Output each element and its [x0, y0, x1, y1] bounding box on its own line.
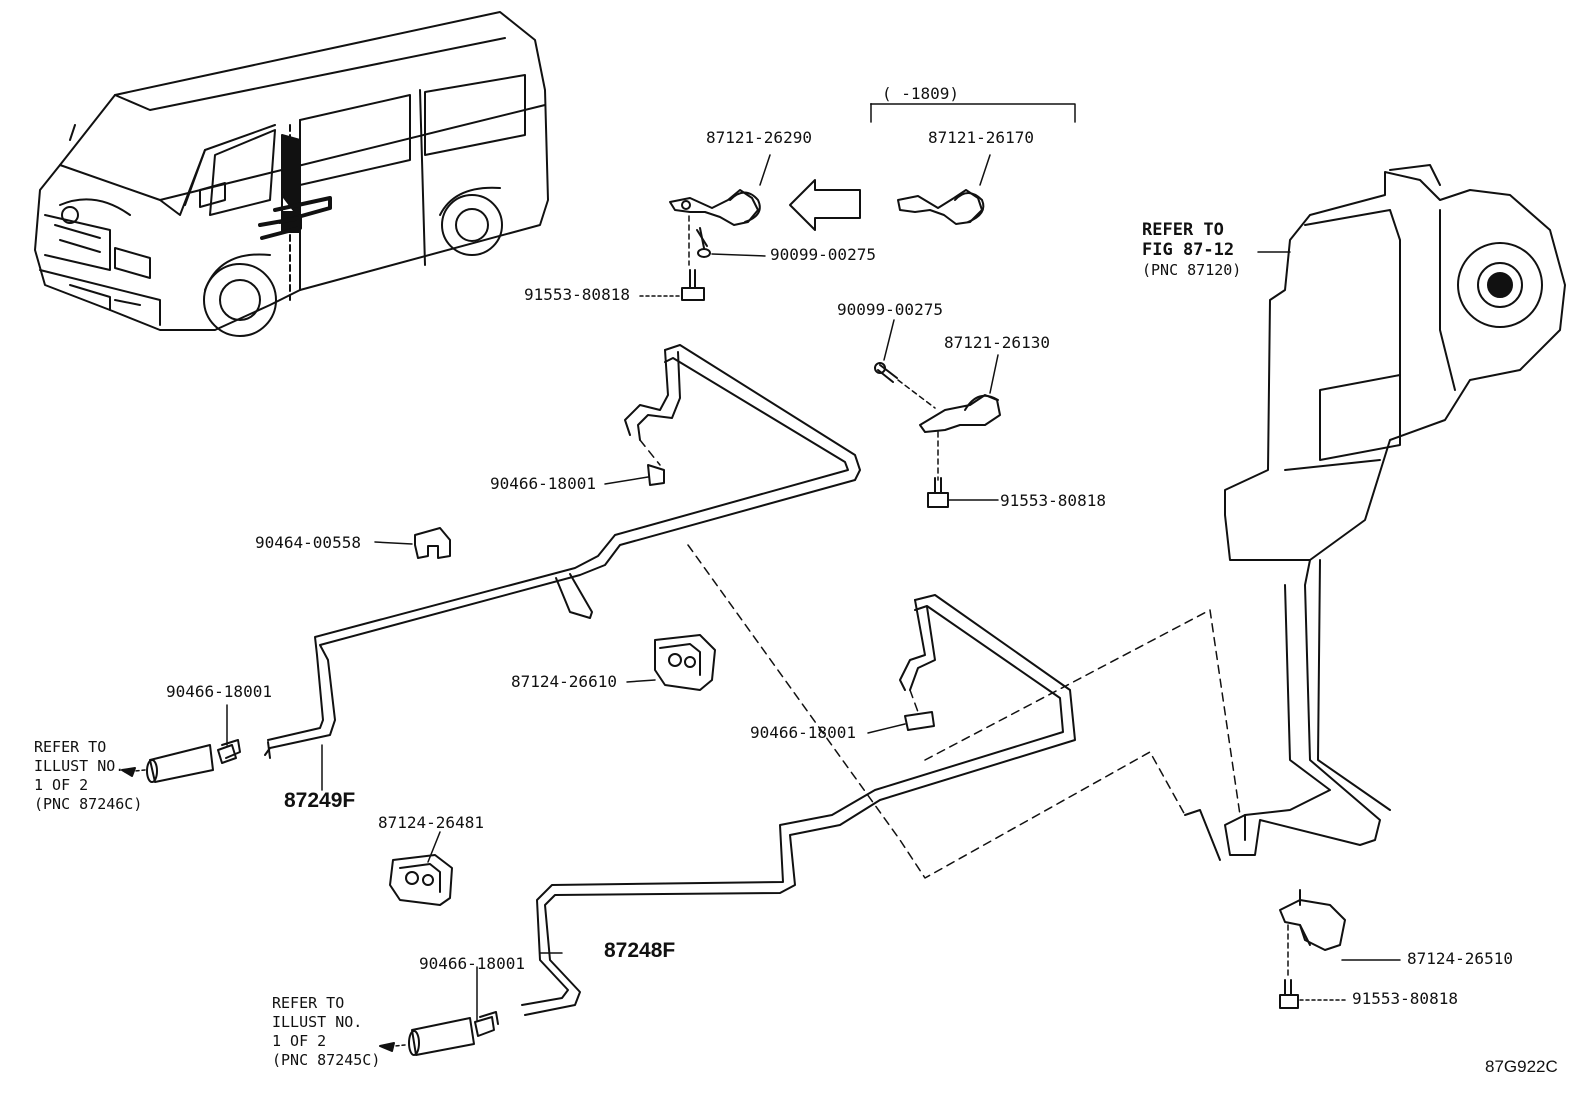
refer-fig-line2: FIG 87-12: [1142, 240, 1235, 260]
arrow-icon: [789, 179, 861, 231]
clip-90464-00558: [414, 527, 451, 559]
refer-lower-line4: (PNC 87245C): [272, 1051, 381, 1069]
pipe-end-lower: [408, 1017, 475, 1056]
part-label-87121-26290[interactable]: 87121-26290: [706, 128, 812, 147]
refer-upper-line4: (PNC 87246C): [34, 795, 143, 813]
refer-upper-line2: ILLUST NO.: [34, 757, 125, 775]
part-label-91553-80818-c[interactable]: 91553-80818: [1352, 989, 1458, 1008]
bolt-91553-80818-c: [1279, 979, 1299, 1009]
bracket-87124-26510-drawing: [1279, 889, 1346, 951]
part-label-90466-18001-a[interactable]: 90466-18001: [490, 474, 596, 493]
refer-illust-lower[interactable]: REFER TO ILLUST NO. 1 OF 2 (PNC 87245C): [272, 994, 380, 1070]
screw-90099-00275-a: [696, 227, 711, 258]
clamp-87121-26130-drawing: [919, 394, 1001, 433]
hose-label-87249F[interactable]: 87249F: [284, 789, 356, 812]
part-label-90466-18001-c[interactable]: 90466-18001: [750, 723, 856, 742]
refer-lower-line3: 1 OF 2: [272, 1032, 327, 1050]
part-label-87124-26481[interactable]: 87124-26481: [378, 813, 484, 832]
refer-fig-line3: (PNC 87120): [1142, 261, 1242, 279]
damper-87124-26610-drawing: [654, 634, 716, 691]
part-label-87121-26170[interactable]: 87121-26170: [928, 128, 1034, 147]
clamp-90466-18001-d: [474, 1011, 499, 1037]
pipe-end-upper: [146, 744, 214, 783]
bolt-91553-80818-b: [927, 477, 949, 508]
part-label-91553-80818-b[interactable]: 91553-80818: [1000, 491, 1106, 510]
part-label-91553-80818-a[interactable]: 91553-80818: [524, 285, 630, 304]
refer-fig-87-12[interactable]: REFER TO FIG 87-12 (PNC 87120): [1142, 220, 1241, 280]
part-label-87121-26130[interactable]: 87121-26130: [944, 333, 1050, 352]
clamp-87121-26290-drawing: [669, 189, 761, 226]
screw-90099-00275-b: [874, 362, 898, 383]
part-label-90466-18001-b[interactable]: 90466-18001: [166, 682, 272, 701]
hose-87249F-drawing: [264, 344, 861, 759]
part-label-90464-00558[interactable]: 90464-00558: [255, 533, 361, 552]
refer-lower-line2: ILLUST NO.: [272, 1013, 363, 1031]
clamp-90466-18001-a: [647, 464, 665, 486]
diagram-code: 87G922C: [1485, 1057, 1558, 1076]
part-label-87124-26610[interactable]: 87124-26610: [511, 672, 617, 691]
part-label-90466-18001-d[interactable]: 90466-18001: [419, 954, 525, 973]
hose-label-87248F[interactable]: 87248F: [604, 939, 676, 962]
hose-87248F-drawing: [521, 594, 1076, 1016]
part-label-90099-00275-a[interactable]: 90099-00275: [770, 245, 876, 264]
van-illustration: [34, 11, 549, 337]
clamp-87121-26170-drawing: [897, 189, 985, 225]
part-label-90099-00275-b[interactable]: 90099-00275: [837, 300, 943, 319]
bolt-91553-80818-a: [681, 269, 705, 301]
refer-upper-line3: 1 OF 2: [34, 776, 89, 794]
refer-illust-upper[interactable]: REFER TO ILLUST NO. 1 OF 2 (PNC 87246C): [34, 738, 142, 814]
refer-upper-line1: REFER TO: [34, 738, 107, 756]
leader-lines: [226, 154, 1401, 1021]
heater-unit-drawing: [1184, 164, 1566, 861]
clamp-90466-18001-b: [217, 739, 241, 764]
clamp-90466-18001-c: [904, 711, 935, 731]
date-range-label: ( -1809): [882, 84, 960, 103]
refer-lower-line1: REFER TO: [272, 994, 345, 1012]
refer-fig-line1: REFER TO: [1142, 220, 1224, 240]
damper-87124-26481-drawing: [389, 854, 453, 906]
routing-dashed-lines: [639, 439, 1241, 879]
part-label-87124-26510[interactable]: 87124-26510: [1407, 949, 1513, 968]
